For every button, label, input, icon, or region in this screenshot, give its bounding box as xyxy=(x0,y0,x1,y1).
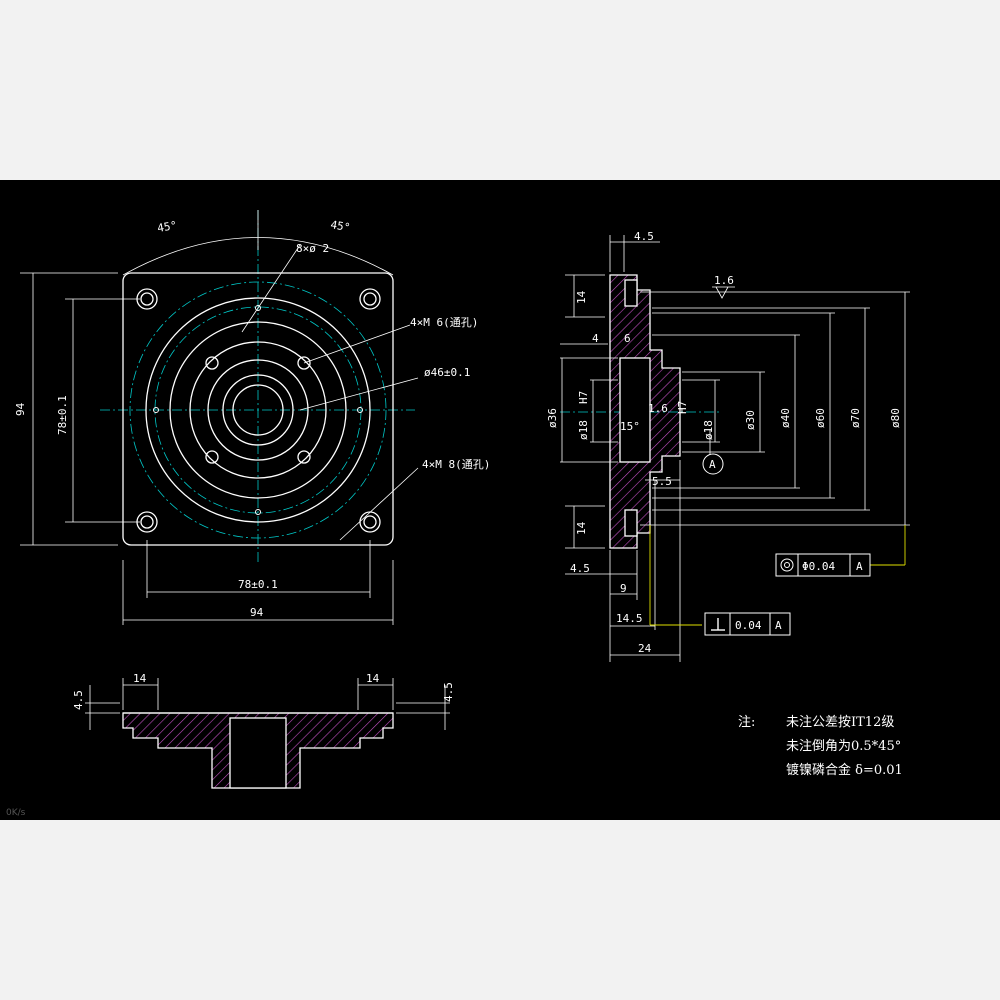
concentricity-icon xyxy=(780,558,794,572)
front-view xyxy=(20,210,419,625)
fcf1-value: Φ0.04 xyxy=(802,560,835,573)
cad-canvas: 45° 45° 8×ø 2 4×M 6(通孔) ø46±0.1 4×M 8(通孔… xyxy=(0,180,1000,820)
dim-9-label: 9 xyxy=(620,582,627,595)
thread-m6-label: 4×M 6(通孔) xyxy=(410,316,478,329)
side-dim-4: 4 xyxy=(592,332,599,345)
notes-line2: 未注倒角为0.5*45° xyxy=(786,739,901,754)
notes: 注: 未注公差按IT12级 未注倒角为0.5*45° 镀镍磷合金 δ=0.01 xyxy=(738,715,903,778)
dia-36-label: ø36 xyxy=(546,408,559,428)
roughness-mid: 1.6 xyxy=(648,402,668,415)
dia-18-left-label: ø18 xyxy=(577,420,590,440)
notes-line3: 镀镍磷合金 δ=0.01 xyxy=(786,762,903,778)
corner-holes xyxy=(136,288,381,533)
bottom-view-labels: 14 14 4.5 4.5 xyxy=(72,672,455,710)
datum-a-label: A xyxy=(709,458,716,471)
side-top-45: 4.5 xyxy=(634,230,654,243)
bottom-dim-14-left: 14 xyxy=(133,672,147,685)
thread-m8-label: 4×M 8(通孔) xyxy=(422,458,490,471)
leader-lines xyxy=(649,525,906,626)
fcf-perpendicularity: 0.04 A xyxy=(704,612,791,636)
side-view-labels: 4.5 14 4 6 1.6 1.6 ø36 ø18 H7 ø18 H7 ø30… xyxy=(546,230,902,655)
dim-145-label: 14.5 xyxy=(616,612,643,625)
front-dimensions xyxy=(20,210,419,625)
fcf2-value: 0.04 xyxy=(735,619,762,632)
width-94-label: 94 xyxy=(250,606,264,619)
fcf2-datum: A xyxy=(775,619,782,632)
dia-18-right-label: ø18 xyxy=(702,420,715,440)
dia-46-label: ø46±0.1 xyxy=(424,366,470,379)
side-dimensions xyxy=(560,235,910,662)
small-holes xyxy=(153,305,363,515)
dia-80-label: ø80 xyxy=(889,408,902,428)
bottom-dimensions xyxy=(85,678,450,730)
fcf-concentricity: Φ0.04 A xyxy=(775,553,871,577)
hole-8-label: 8×ø 2 xyxy=(296,242,329,255)
angle-left-label: 45° xyxy=(156,219,178,235)
bottom-dim-45-right: 4.5 xyxy=(442,682,455,702)
notes-line1: 未注公差按IT12级 xyxy=(786,715,894,730)
perpendicular-icon xyxy=(711,618,725,631)
dia-30-label: ø30 xyxy=(744,410,757,430)
tol-right-label: H7 xyxy=(676,401,689,414)
bottom-dim-14-right: 14 xyxy=(366,672,380,685)
dim-24-label: 24 xyxy=(638,642,652,655)
side-dim-6: 6 xyxy=(624,332,631,345)
side-view xyxy=(560,235,910,662)
angle-right-label: 45° xyxy=(329,218,351,234)
angle-15-label: 15° xyxy=(620,420,640,433)
bottom-view xyxy=(85,678,450,789)
technical-drawing: 45° 45° 8×ø 2 4×M 6(通孔) ø46±0.1 4×M 8(通孔… xyxy=(14,210,910,789)
dim-55-label: 5.5 xyxy=(652,475,672,488)
fcf1-datum: A xyxy=(856,560,863,573)
speed-indicator: 0K/s xyxy=(6,808,26,818)
tol-left-label: H7 xyxy=(577,391,590,404)
front-outline xyxy=(122,272,394,546)
height-94-label: 94 xyxy=(14,402,27,416)
side-bot-14: 14 xyxy=(575,521,588,535)
side-top-14: 14 xyxy=(575,290,588,304)
dia-70-label: ø70 xyxy=(849,408,862,428)
m6-holes xyxy=(205,356,311,464)
datum-a-symbol: A xyxy=(702,453,724,475)
side-bot-45: 4.5 xyxy=(570,562,590,575)
notes-label: 注: xyxy=(738,715,755,730)
front-view-labels: 45° 45° 8×ø 2 4×M 6(通孔) ø46±0.1 4×M 8(通孔… xyxy=(14,218,490,619)
roughness-top: 1.6 xyxy=(714,274,734,287)
dia-60-label: ø60 xyxy=(814,408,827,428)
height-78-label: 78±0.1 xyxy=(56,395,69,435)
dia-40-label: ø40 xyxy=(779,408,792,428)
front-centerlines xyxy=(100,210,415,565)
bottom-dim-45-left: 4.5 xyxy=(72,690,85,710)
width-78-label: 78±0.1 xyxy=(238,578,278,591)
